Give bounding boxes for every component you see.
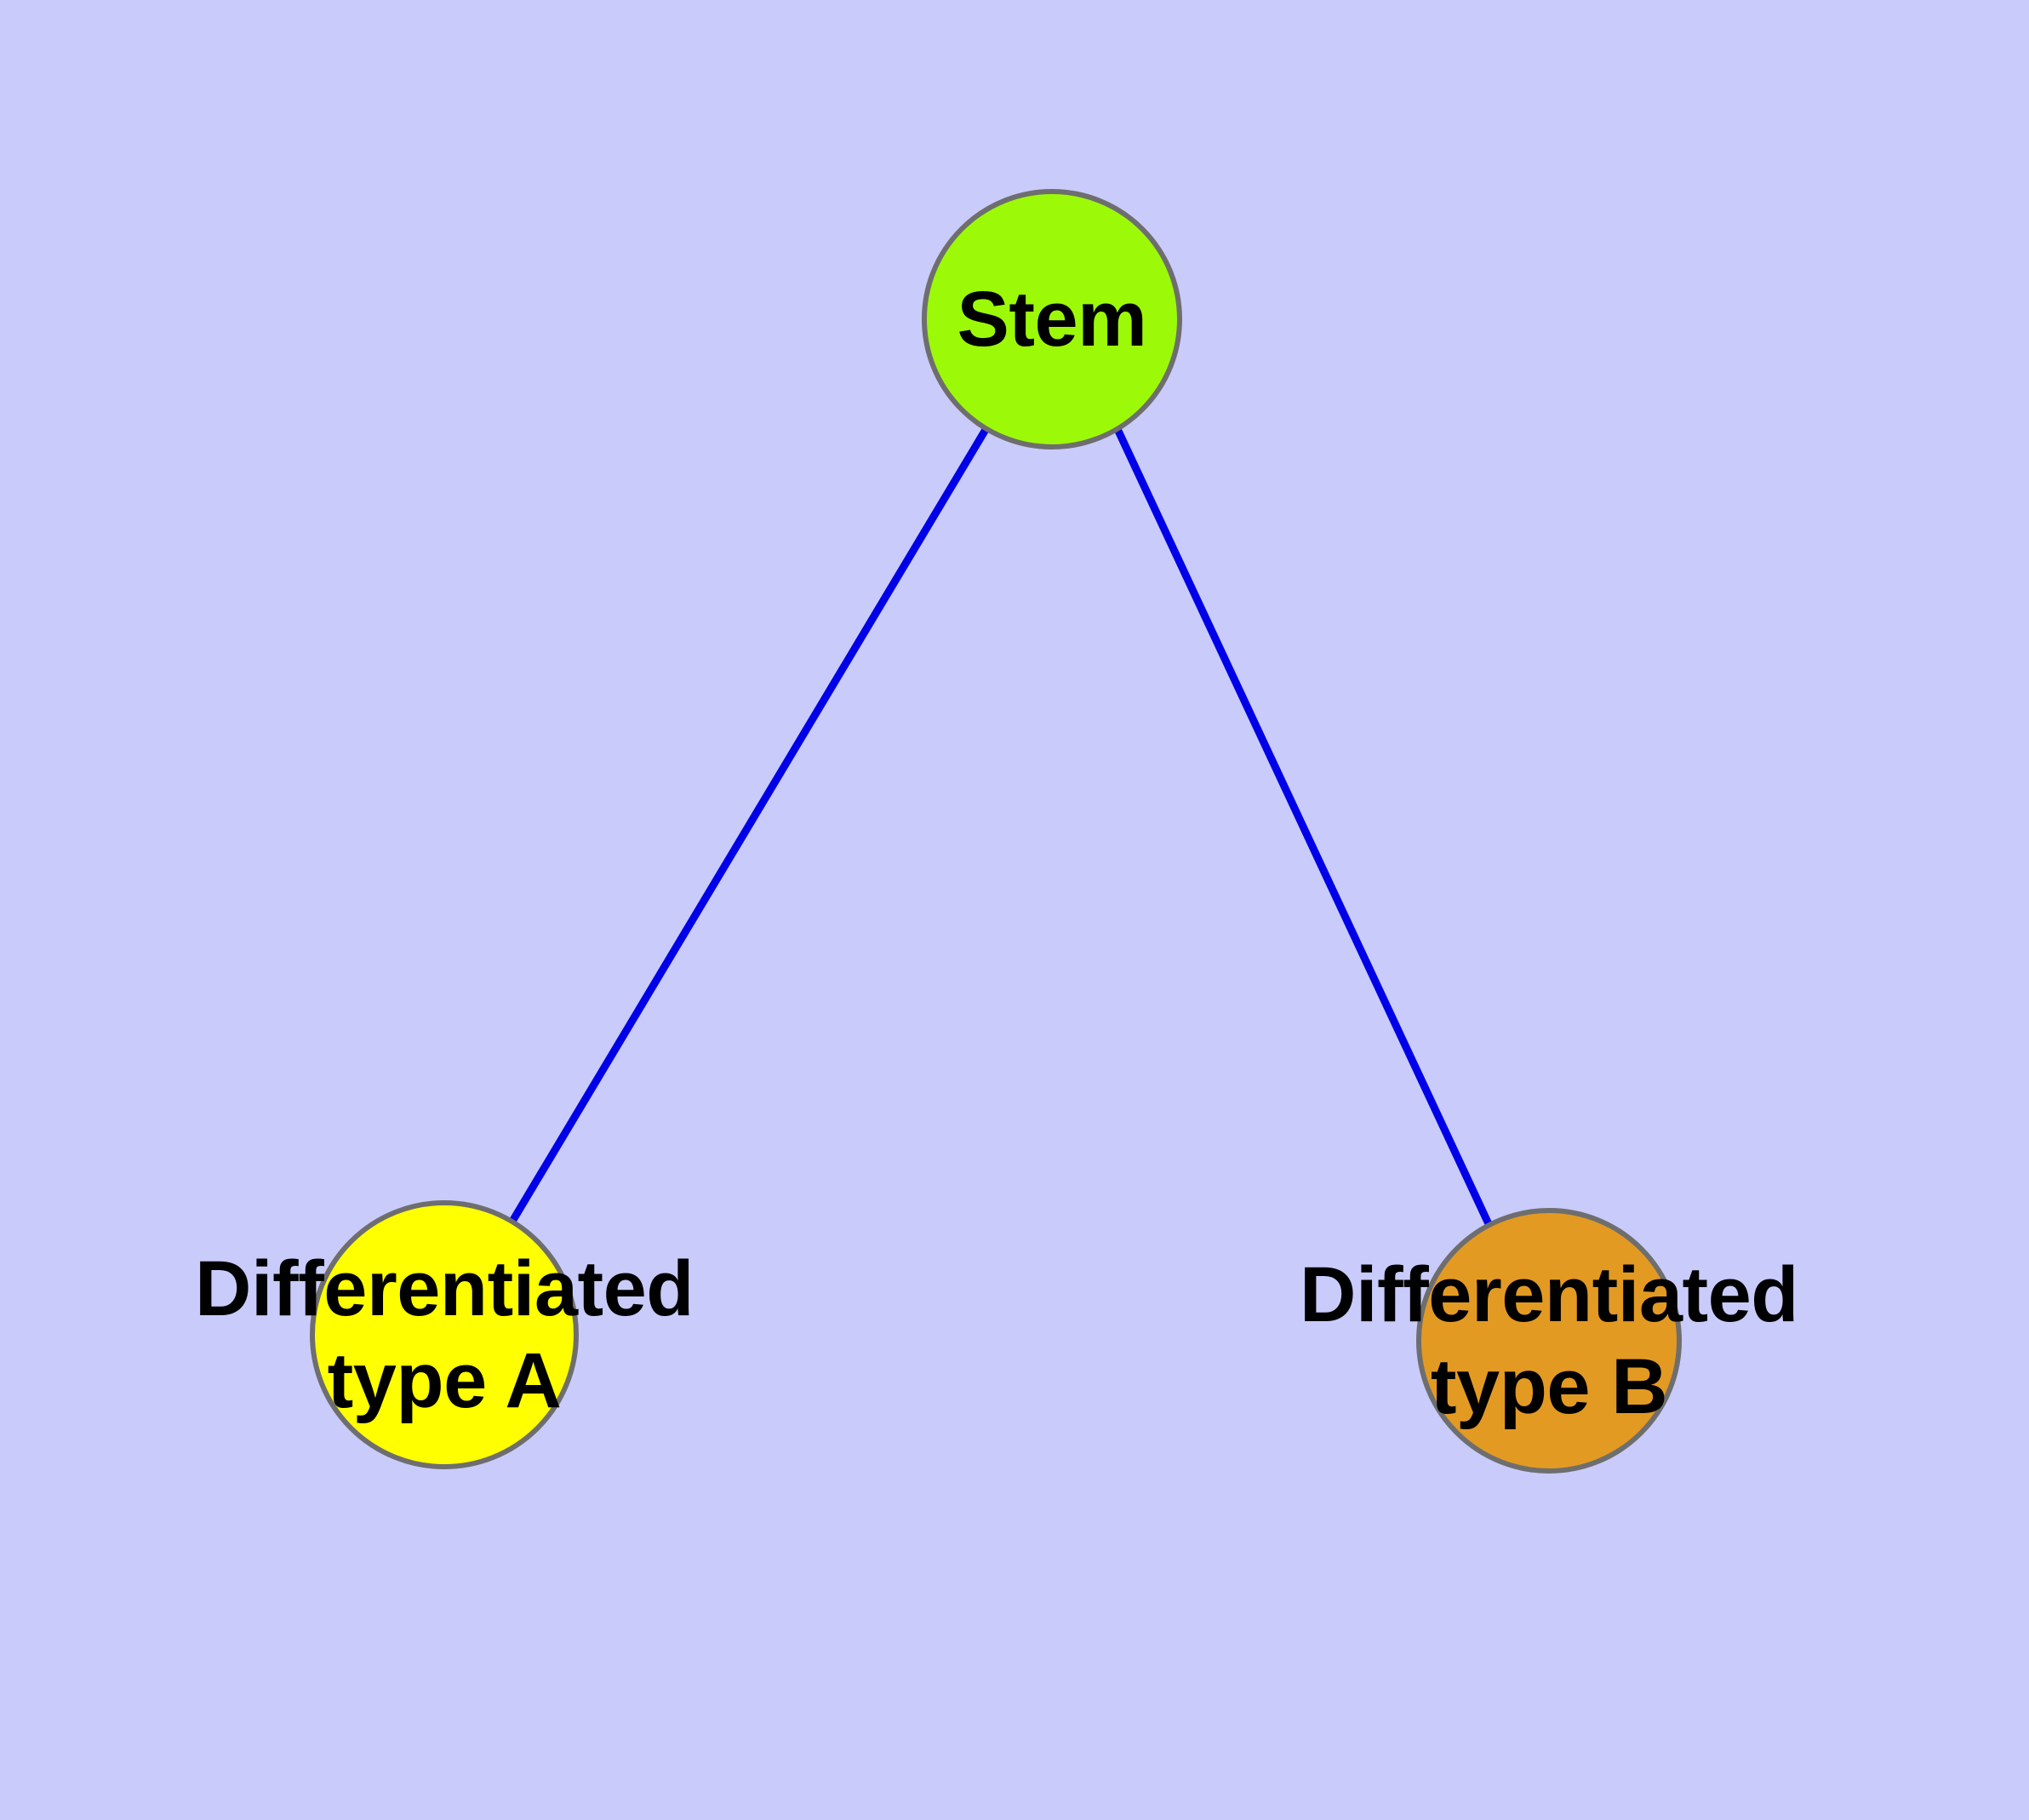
node-differentiated-type-a-circle[interactable] (310, 1200, 579, 1469)
node-stem-circle[interactable] (922, 189, 1182, 449)
edge-stem-to-differentiated-type-a[interactable] (507, 426, 990, 1227)
node-layer (310, 189, 1682, 1474)
node-differentiated-type-b-circle[interactable] (1416, 1208, 1682, 1474)
edge-layer (507, 426, 1495, 1229)
edge-stem-to-differentiated-type-b[interactable] (1113, 427, 1495, 1229)
